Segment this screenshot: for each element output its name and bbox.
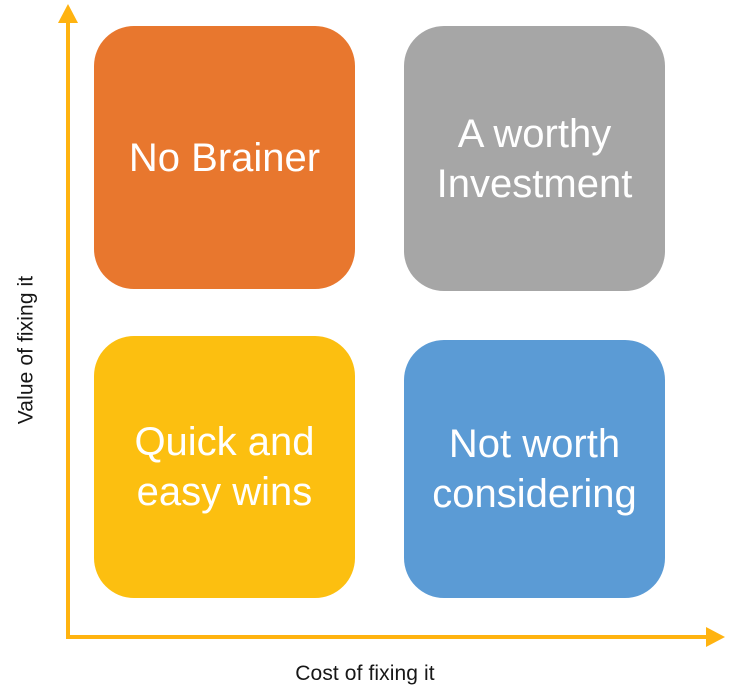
x-axis-title-text: Cost of fixing it <box>295 662 435 685</box>
y-axis-line <box>66 22 70 639</box>
quadrant-no-brainer-label: No Brainer <box>128 135 321 180</box>
quadrant-not-worth-label: Not worth considering <box>432 422 637 516</box>
quadrant-quick-wins-label: Quick and easy wins <box>134 420 315 514</box>
quadrant-quick-wins[interactable]: Quick and easy wins <box>94 336 355 598</box>
quadrant-not-worth[interactable]: Not worth considering <box>404 340 665 598</box>
x-axis-title: Cost of fixing it <box>0 662 730 686</box>
quadrant-worthy-investment[interactable]: A worthy Investment <box>404 26 665 291</box>
x-axis-line <box>66 635 715 639</box>
arrow-right-icon <box>706 627 725 647</box>
quadrant-no-brainer[interactable]: No Brainer <box>94 26 355 289</box>
arrow-up-icon <box>58 4 78 23</box>
quadrant-worthy-investment-label: A worthy Investment <box>436 111 633 206</box>
y-axis-title: Value of fixing it <box>0 0 52 699</box>
y-axis-title-text: Value of fixing it <box>14 275 37 424</box>
